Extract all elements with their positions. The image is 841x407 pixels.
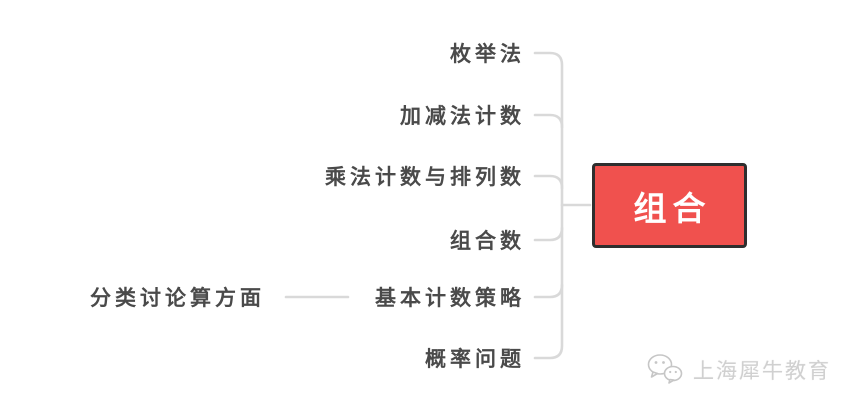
watermark: 上海犀牛教育 bbox=[646, 349, 831, 391]
connector-branch-2 bbox=[533, 174, 564, 190]
central-node: 组合 bbox=[592, 163, 747, 248]
branch-node-1: 加减法计数 bbox=[400, 105, 525, 128]
wechat-bubbles-icon bbox=[646, 352, 686, 388]
connector-spine bbox=[533, 51, 564, 360]
branch-node-3: 组合数 bbox=[450, 230, 525, 253]
branch-node-4: 基本计数策略 bbox=[375, 287, 525, 310]
branch-node-0: 枚举法 bbox=[450, 43, 525, 66]
sub-branch-node: 分类讨论算方面 bbox=[90, 287, 265, 310]
branch-node-5: 概率问题 bbox=[425, 348, 525, 371]
connector-branch-3 bbox=[533, 226, 564, 242]
connector-branch-1 bbox=[533, 113, 564, 129]
branch-node-2: 乘法计数与排列数 bbox=[325, 166, 525, 189]
watermark-text: 上海犀牛教育 bbox=[693, 359, 831, 383]
connector-branch-4 bbox=[533, 283, 564, 299]
